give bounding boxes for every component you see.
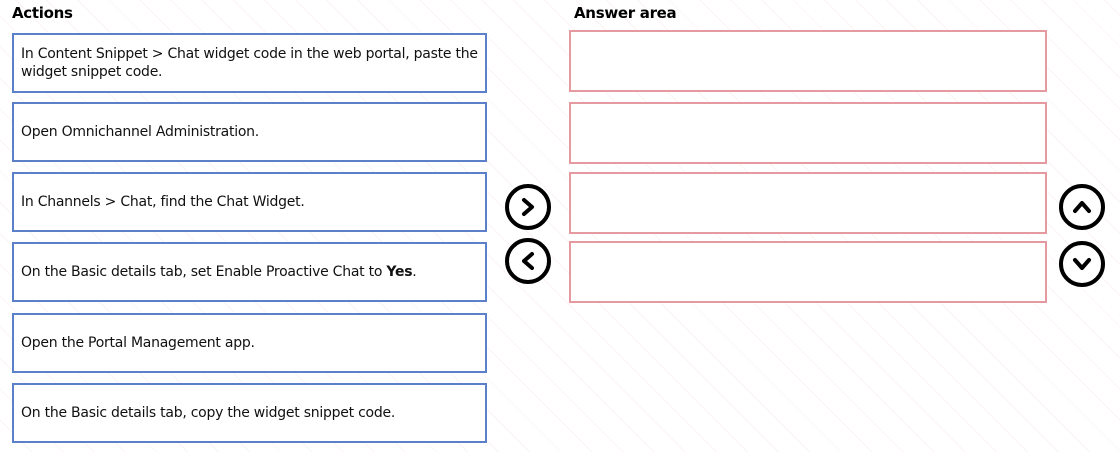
action-item-label: In Content Snippet > Chat widget code in… <box>21 46 478 80</box>
answer-slot-2[interactable] <box>569 102 1047 164</box>
answer-area-title: Answer area <box>574 4 677 22</box>
action-item-label: In Channels > Chat, find the Chat Widget… <box>21 194 305 210</box>
action-item-copy-snippet[interactable]: On the Basic details tab, copy the widge… <box>12 383 487 443</box>
action-item-open-portal-management[interactable]: Open the Portal Management app. <box>12 313 487 373</box>
action-item-enable-proactive-chat[interactable]: On the Basic details tab, set Enable Pro… <box>12 242 487 302</box>
action-item-label: Open the Portal Management app. <box>21 335 255 351</box>
answer-slot-4[interactable] <box>569 241 1047 303</box>
action-item-open-omnichannel[interactable]: Open Omnichannel Administration. <box>12 102 487 162</box>
move-up-button[interactable] <box>1059 184 1105 230</box>
chevron-up-icon <box>1073 201 1091 213</box>
action-item-paste-snippet[interactable]: In Content Snippet > Chat widget code in… <box>12 33 487 93</box>
action-item-label-bold: Yes <box>386 264 413 280</box>
answer-slot-1[interactable] <box>569 30 1047 92</box>
action-item-label: On the Basic details tab, copy the widge… <box>21 405 396 421</box>
action-item-label-suffix: . <box>412 264 417 280</box>
chevron-right-icon <box>522 198 534 216</box>
move-down-button[interactable] <box>1059 241 1105 287</box>
chevron-down-icon <box>1073 258 1091 270</box>
chevron-left-icon <box>522 252 534 270</box>
move-right-button[interactable] <box>505 184 551 230</box>
answer-slot-3[interactable] <box>569 172 1047 234</box>
action-item-label-prefix: On the Basic details tab, set Enable Pro… <box>21 264 387 280</box>
actions-title: Actions <box>12 4 73 22</box>
action-item-find-chat-widget[interactable]: In Channels > Chat, find the Chat Widget… <box>12 172 487 232</box>
action-item-label: Open Omnichannel Administration. <box>21 124 260 140</box>
move-left-button[interactable] <box>505 238 551 284</box>
action-item-label: On the Basic details tab, set Enable Pro… <box>21 263 417 281</box>
